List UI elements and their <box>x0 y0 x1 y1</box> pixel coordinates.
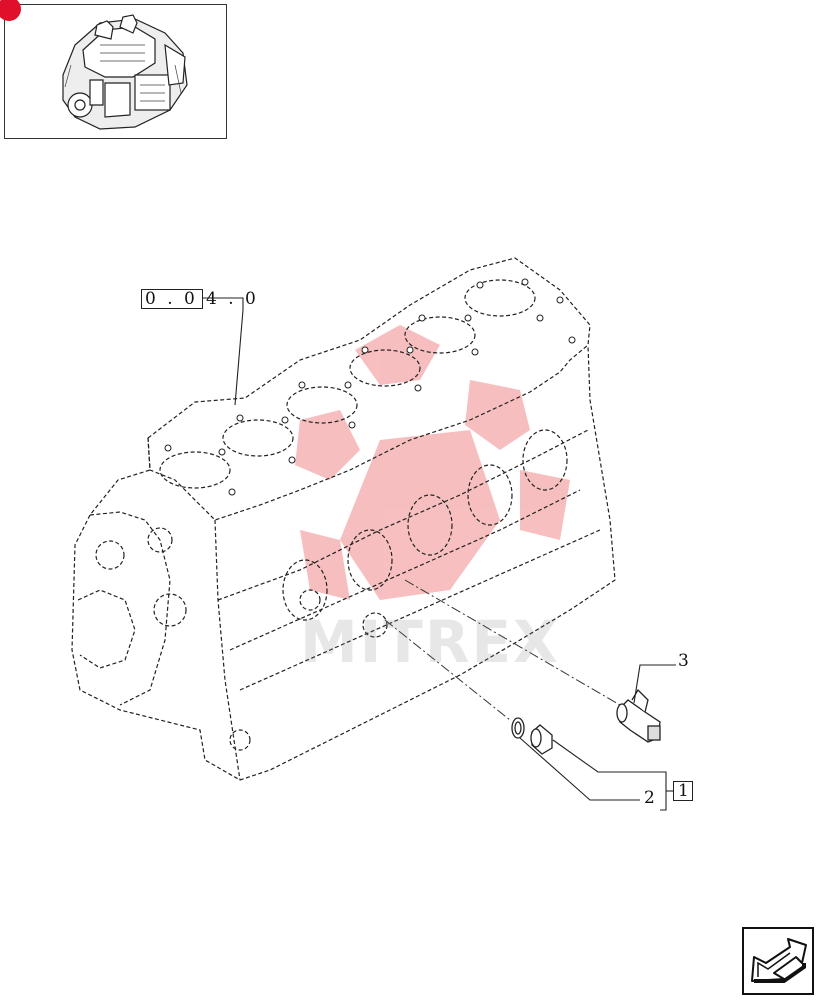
explosion-lines <box>384 579 621 721</box>
engine-block-outline <box>71 257 616 781</box>
bolt-holes <box>164 278 576 496</box>
ref-group-suffix: 4 . 0 <box>206 289 259 309</box>
brand-corner-icon <box>0 0 21 21</box>
kit-number-box[interactable]: 1 <box>673 781 693 801</box>
watermark-emblem <box>295 325 570 600</box>
engine-thumbnail[interactable] <box>0 0 227 139</box>
plug-part-2 <box>511 717 553 755</box>
pressure-sensor-part-3 <box>616 688 661 743</box>
part-number-3[interactable]: 3 <box>678 651 692 671</box>
engine-thumbnail-icon <box>62 14 188 130</box>
watermark-text: MITREX <box>300 608 560 676</box>
next-page-arrow-icon <box>751 938 807 983</box>
leader-lines <box>203 297 676 811</box>
ref-group-box[interactable]: 0 . 0 <box>141 289 203 309</box>
next-page-button[interactable] <box>742 927 814 995</box>
part-number-2[interactable]: 2 <box>644 788 658 808</box>
